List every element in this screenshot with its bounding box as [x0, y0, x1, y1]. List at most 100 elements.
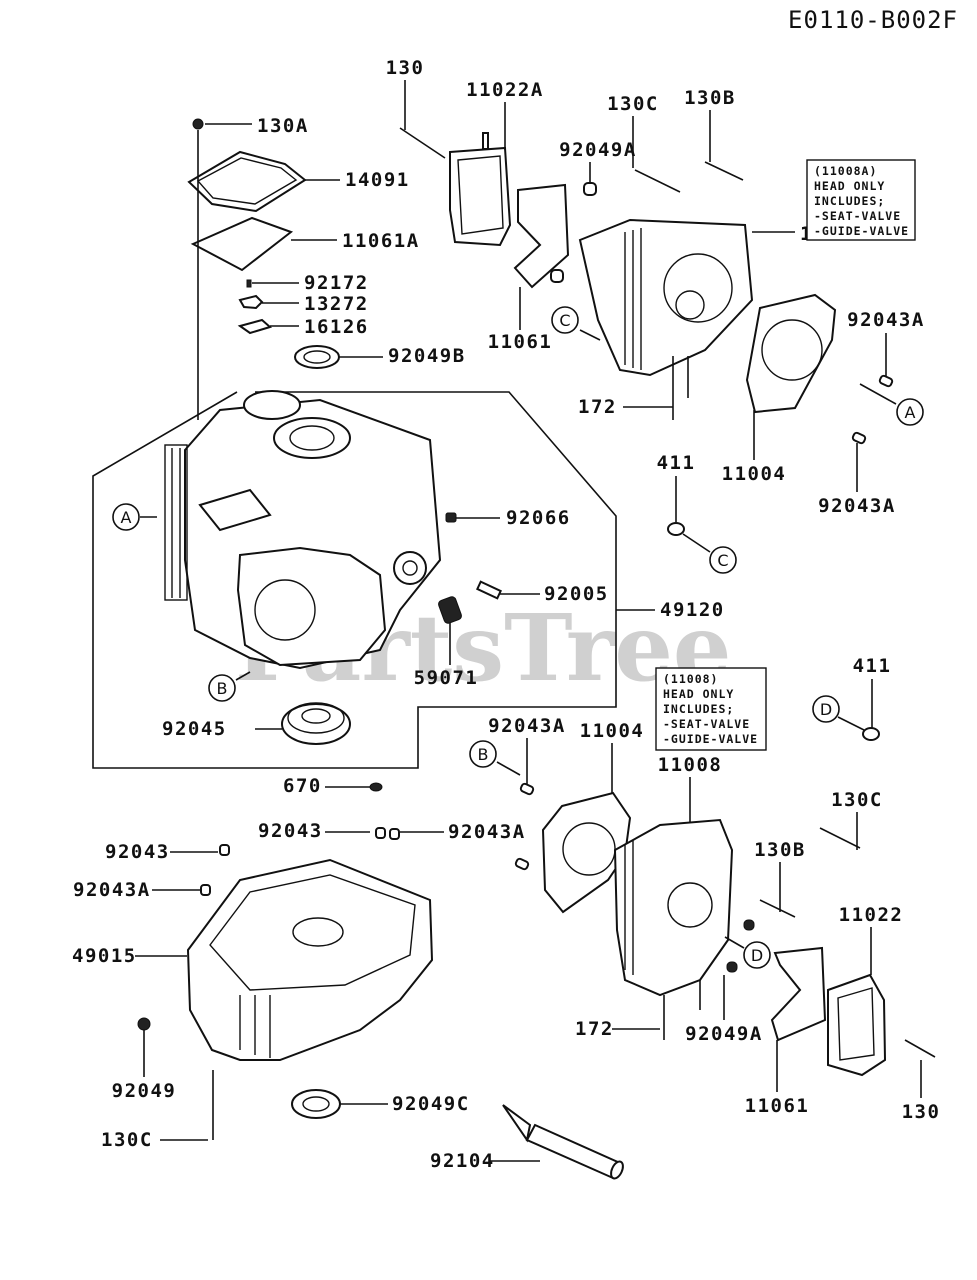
part-label-92005[interactable]: 92005 [544, 583, 609, 605]
reference-marker-c[interactable]: C [559, 311, 570, 330]
crankcase-cover-49015 [186, 858, 434, 1061]
part-label-14091[interactable]: 14091 [345, 169, 410, 191]
part-label-92043[interactable]: 92043 [105, 841, 170, 863]
note-line: -GUIDE-VALVE [663, 732, 758, 746]
part-label-92043a[interactable]: 92043A [847, 309, 925, 331]
plug-92066 [445, 512, 457, 523]
crankcase-49120 [164, 390, 442, 670]
washer-670 [369, 782, 383, 792]
part-label-92043a[interactable]: 92043A [818, 495, 896, 517]
gasket-11061a [190, 216, 294, 272]
part-label-49120[interactable]: 49120 [660, 599, 725, 621]
part-label-11022a[interactable]: 11022A [466, 79, 544, 101]
part-label-130b[interactable]: 130B [684, 87, 736, 109]
marker-leader [579, 329, 601, 341]
note-box [655, 667, 767, 751]
marker-circle [896, 398, 924, 426]
head-gasket-11004 [745, 293, 837, 414]
pin-59071 [438, 596, 462, 624]
bolt-130a-head [192, 118, 204, 130]
part-label-92045[interactable]: 92045 [162, 718, 227, 740]
marker-leader [724, 936, 745, 949]
part-label-11061[interactable]: 11061 [745, 1095, 810, 1117]
part-label-11061a[interactable]: 11061A [342, 230, 420, 252]
washer-411 [667, 522, 685, 536]
marker-leader [682, 533, 711, 553]
part-label-92043a[interactable]: 92043A [448, 821, 526, 843]
part-label-92049c[interactable]: 92049C [392, 1093, 470, 1115]
reference-marker-b[interactable]: B [478, 745, 489, 764]
part-label-670[interactable]: 670 [283, 775, 322, 797]
part-label-411[interactable]: 411 [853, 655, 892, 677]
part-label-92049a[interactable]: 92049A [559, 139, 637, 161]
part-label-130[interactable]: 130 [902, 1101, 941, 1123]
breather-cover-14091 [187, 150, 307, 213]
marker-leader [859, 383, 897, 405]
bracket-13272 [238, 294, 264, 310]
bearing-92045 [281, 702, 351, 745]
part-label-130b[interactable]: 130B [754, 839, 806, 861]
part-label-130c[interactable]: 130C [607, 93, 659, 115]
part-label-92104[interactable]: 92104 [430, 1150, 495, 1172]
dowel-92043a [878, 374, 894, 388]
part-label-11004[interactable]: 11004 [722, 463, 787, 485]
part-label-11061[interactable]: 11061 [488, 331, 553, 353]
marker-circle [743, 941, 771, 969]
part-label-92066[interactable]: 92066 [506, 507, 571, 529]
note-line: -GUIDE-VALVE [814, 224, 909, 238]
oil-seal-92049b [294, 345, 340, 369]
reference-marker-d[interactable]: D [820, 700, 832, 719]
sealant-tube-92104 [502, 1104, 624, 1180]
part-label-16126[interactable]: 16126 [304, 316, 369, 338]
part-label-92043a[interactable]: 92043A [73, 879, 151, 901]
part-labels: 13011022A130C130B130A92049A1409111008A11… [72, 57, 941, 1172]
part-label-11004[interactable]: 11004 [580, 720, 645, 742]
assembly-bracket-49120 [92, 391, 617, 769]
note-line: (11008A) [814, 164, 877, 178]
part-label-92049[interactable]: 92049 [112, 1080, 177, 1102]
note-line: HEAD ONLY [814, 179, 885, 193]
part-label-130[interactable]: 130 [386, 57, 425, 79]
note-box [806, 159, 916, 241]
part-label-92172[interactable]: 92172 [304, 272, 369, 294]
gasket-11061 [513, 183, 570, 289]
note-line: (11008) [663, 672, 718, 686]
part-label-49015[interactable]: 49015 [72, 945, 137, 967]
part-label-130c[interactable]: 130C [831, 789, 883, 811]
cylinder-head-11008a [578, 218, 754, 377]
part-label-92049b[interactable]: 92049B [388, 345, 466, 367]
note-line: INCLUDES; [663, 702, 734, 716]
part-label-130c[interactable]: 130C [101, 1129, 153, 1151]
part-label-92043[interactable]: 92043 [258, 820, 323, 842]
reference-marker-b[interactable]: B [217, 679, 228, 698]
part-label-92043a[interactable]: 92043A [488, 715, 566, 737]
part-drawings [137, 118, 936, 1180]
reference-marker-a[interactable]: A [121, 508, 132, 527]
marker-leader [235, 671, 251, 681]
note-line: -SEAT-VALVE [814, 209, 901, 223]
notes: (11008A)HEAD ONLYINCLUDES;-SEAT-VALVE-GU… [655, 159, 916, 751]
part-label-130a[interactable]: 130A [257, 115, 309, 137]
reference-marker-a[interactable]: A [905, 403, 916, 422]
valve-cover-11022a [449, 132, 512, 247]
reference-marker-d[interactable]: D [751, 946, 763, 965]
reference-marker-c[interactable]: C [717, 551, 728, 570]
marker-circle [709, 546, 737, 574]
part-label-92049a[interactable]: 92049A [685, 1023, 763, 1045]
head-gasket-11004-lower [541, 791, 632, 914]
marker-circle [112, 503, 140, 531]
part-label-411[interactable]: 411 [657, 452, 696, 474]
diagram-code: E0110-B002F [788, 6, 958, 34]
bolt-130 [399, 127, 446, 159]
part-label-59071[interactable]: 59071 [414, 667, 479, 689]
reference-markers: A A B B C C D D [112, 306, 924, 969]
marker-circle [208, 674, 236, 702]
note-11008a: (11008A)HEAD ONLYINCLUDES;-SEAT-VALVE-GU… [806, 159, 916, 241]
part-label-13272[interactable]: 13272 [304, 293, 369, 315]
part-label-172[interactable]: 172 [575, 1018, 614, 1040]
part-label-11008[interactable]: 11008 [658, 754, 723, 776]
leader-lines [135, 80, 922, 1162]
part-label-172[interactable]: 172 [578, 396, 617, 418]
part-label-11022[interactable]: 11022 [839, 904, 904, 926]
